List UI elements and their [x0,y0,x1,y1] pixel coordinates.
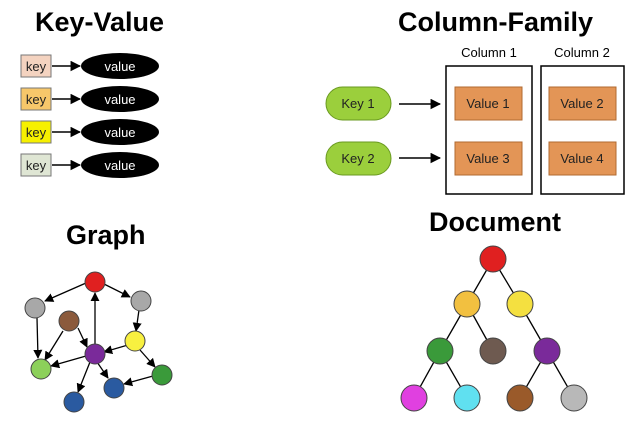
graph-node [58,310,80,332]
kv-value-oval [81,86,159,112]
kv-value-label: value [104,158,135,173]
graph-edge [103,283,131,298]
kv-key-label: key [26,92,47,107]
graph-title: Graph [66,220,146,250]
tree-node [506,384,534,412]
kv-key-label: key [26,59,47,74]
kv-key-box [20,87,52,111]
graph-node [84,343,106,365]
kv-value-oval [81,119,159,145]
graph-node [30,358,52,380]
column-family-section: Column-Family Column 1 Column 2 Key 1 Va… [325,7,625,195]
cf-value-label: Value 1 [466,96,509,111]
cf-key-label: Key 2 [341,151,374,166]
graph-edge [33,317,43,359]
tree-node [453,290,481,318]
graph-node [84,271,106,293]
kv-row-3: key value [20,119,159,145]
kv-value-label: value [104,59,135,74]
graph-edge [44,282,87,302]
graph-edge [44,330,64,361]
kv-key-label: key [26,125,47,140]
tree-node [533,337,561,365]
tree-node [479,245,507,273]
column-header-1: Column 1 [461,45,517,60]
key-value-title: Key-Value [35,7,164,37]
kv-row-1: key value [20,53,159,79]
tree-node [560,384,588,412]
kv-value-label: value [104,125,135,140]
tree-node [506,290,534,318]
cf-value-cell [548,86,617,121]
column-1-box [445,65,533,195]
document-edges [413,258,575,399]
key-value-section: Key-Value key value key value key value … [20,7,164,178]
graph-section: Graph [24,220,173,413]
document-nodes [400,245,588,412]
graph-node [63,391,85,413]
kv-key-box [20,153,52,177]
document-title: Document [429,207,561,237]
graph-edge [103,344,129,355]
kv-key-box [20,120,52,144]
kv-key-label: key [26,158,47,173]
column-family-title: Column-Family [398,7,593,37]
cf-key-label: Key 1 [341,96,374,111]
graph-nodes [24,271,173,413]
tree-node [479,337,507,365]
graph-node [130,290,152,312]
cf-value-label: Value 4 [560,151,603,166]
document-section: Document [400,207,588,412]
kv-row-2: key value [20,86,159,112]
graph-node [151,364,173,386]
column-2-box [540,65,625,195]
cf-value-cell [548,141,617,176]
cf-key-pill [325,86,392,121]
column-header-2: Column 2 [554,45,610,60]
cf-value-label: Value 3 [466,151,509,166]
graph-edge [139,349,156,368]
tree-node [400,384,428,412]
cf-value-cell [454,141,523,176]
kv-value-label: value [104,92,135,107]
graph-edge [76,361,91,393]
graph-edge [77,327,88,348]
graph-node [103,377,125,399]
kv-value-oval [81,152,159,178]
cf-key-pill [325,141,392,176]
kv-key-box [20,54,52,78]
graph-edge [132,309,142,332]
graph-node [124,330,146,352]
graph-edge [96,361,109,379]
graph-edge [50,355,87,369]
tree-node [426,337,454,365]
graph-edges [33,282,156,393]
tree-node [453,384,481,412]
kv-value-oval [81,53,159,79]
kv-row-4: key value [20,152,159,178]
cf-value-label: Value 2 [560,96,603,111]
graph-node [24,297,46,319]
graph-edge [123,375,154,387]
cf-value-cell [454,86,523,121]
